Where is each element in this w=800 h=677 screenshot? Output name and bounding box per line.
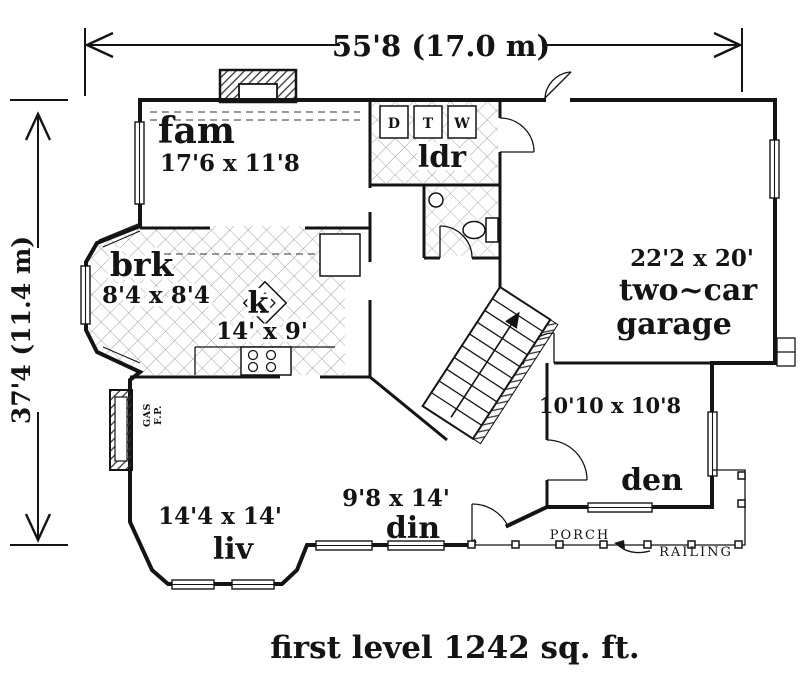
window-din-icon bbox=[387, 540, 445, 551]
door-front-entry-icon bbox=[471, 503, 509, 544]
windows bbox=[80, 121, 780, 590]
kitchen-label: k bbox=[248, 286, 270, 321]
sink-icon bbox=[428, 192, 444, 208]
interior-walls bbox=[130, 100, 712, 507]
garage-label-line2: garage bbox=[616, 307, 732, 342]
fam-label: fam bbox=[158, 110, 235, 152]
stairs-direction-arrow bbox=[450, 314, 519, 418]
window-den-front-icon bbox=[587, 502, 653, 513]
kitchen-size: 14' x 9' bbox=[216, 318, 308, 345]
room-labels: fam 17'6 x 11'8 ldr brk 8'4 x 8'4 k 14' … bbox=[99, 110, 759, 567]
washer-icon bbox=[447, 105, 477, 139]
window-garage-icon bbox=[769, 139, 780, 199]
stairs-arrowhead-icon bbox=[505, 311, 520, 329]
bathroom-fixtures bbox=[428, 192, 499, 243]
window-liv-icon bbox=[231, 579, 275, 590]
tub-label: T bbox=[423, 116, 434, 132]
fireplace-label-gas: GAS bbox=[142, 403, 153, 427]
dryer-icon bbox=[379, 105, 409, 139]
width-dimension-label: 55'8 (17.0 m) bbox=[332, 29, 550, 63]
width-dimension: 55'8 (17.0 m) bbox=[84, 28, 743, 96]
liv-size: 14'4 x 14' bbox=[158, 503, 282, 530]
din-label: din bbox=[386, 511, 440, 546]
fireplace-label-fp: F.P. bbox=[153, 405, 164, 425]
window-liv-icon bbox=[171, 579, 215, 590]
fam-size: 17'6 x 11'8 bbox=[160, 150, 300, 177]
breakfast-kitchen-tile-floor bbox=[86, 226, 345, 375]
porch-label: PORCH bbox=[550, 528, 610, 543]
kitchen-fixtures bbox=[150, 111, 361, 376]
porch-posts bbox=[467, 471, 746, 549]
door-garage-entry-icon bbox=[499, 117, 535, 153]
island-sink-icon bbox=[242, 280, 288, 326]
brk-label: brk bbox=[110, 245, 174, 284]
din-size: 9'8 x 14' bbox=[342, 485, 450, 512]
den-size: 10'10 x 10'8 bbox=[539, 393, 681, 418]
toilet-icon bbox=[462, 217, 499, 243]
porch-structure bbox=[455, 337, 796, 554]
door-den-icon bbox=[546, 439, 588, 481]
dryer-label: D bbox=[388, 116, 400, 132]
railing-arrow-icon bbox=[614, 540, 651, 554]
stove-icon bbox=[240, 346, 292, 376]
window-fam-icon bbox=[134, 121, 145, 205]
tub-icon bbox=[413, 105, 443, 139]
staircase bbox=[421, 285, 559, 445]
laundry-tile-floor bbox=[372, 102, 498, 256]
laundry-appliances: D T W bbox=[379, 105, 477, 139]
brk-size: 8'4 x 8'4 bbox=[102, 282, 210, 309]
garage-label-line1: two~car bbox=[619, 273, 759, 308]
liv-label: liv bbox=[213, 532, 255, 567]
window-din-icon bbox=[315, 540, 373, 551]
height-dimension-label: 37'4 (11.4 m) bbox=[7, 236, 36, 424]
den-label: den bbox=[621, 463, 683, 498]
chimney bbox=[218, 68, 298, 104]
plan-caption: first level 1242 sq. ft. bbox=[270, 630, 639, 666]
railing-label: RAILING bbox=[659, 545, 733, 560]
garage-size: 22'2 x 20' bbox=[630, 245, 754, 272]
washer-label: W bbox=[453, 116, 470, 132]
window-den-side-icon bbox=[707, 411, 718, 477]
garage-steps-icon bbox=[776, 337, 796, 367]
door-garage-side-icon bbox=[544, 71, 572, 103]
height-dimension: 37'4 (11.4 m) bbox=[7, 99, 68, 546]
window-brk-icon bbox=[80, 265, 91, 325]
door-bath-icon bbox=[439, 225, 473, 259]
fireplace: GAS F.P. bbox=[109, 389, 164, 471]
ldr-label: ldr bbox=[418, 140, 467, 175]
fridge-icon bbox=[319, 233, 361, 277]
